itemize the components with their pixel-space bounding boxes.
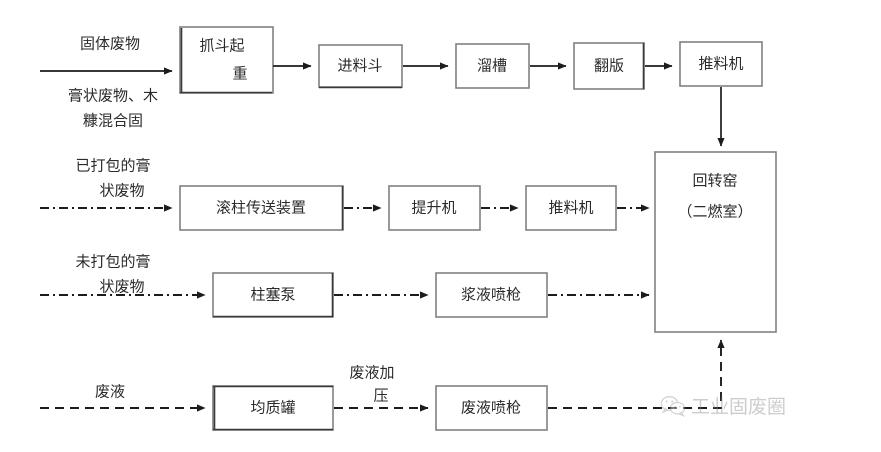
box-homogenizing-tank-label: 均质罐 bbox=[250, 399, 295, 416]
row-solid-waste: 固体废物 膏状废物、木 糠混合固 抓斗起 重 进料斗 溜槽 bbox=[40, 26, 763, 147]
row-unpacked-paste: 未打包的膏 状废物 柱塞泵 浆液喷枪 bbox=[40, 253, 650, 318]
box-grab-crane[interactable]: 抓斗起 重 bbox=[179, 26, 274, 94]
mid-label-waste-liquid-pressurize-2: 压 bbox=[373, 387, 388, 404]
box-tipper[interactable]: 翻版 bbox=[573, 42, 645, 90]
box-pusher-mid[interactable]: 推料机 bbox=[525, 185, 617, 231]
row-packed-paste: 已打包的膏 状废物 滚柱传送装置 提升机 推料机 bbox=[40, 157, 650, 231]
mid-label-waste-liquid-pressurize-1: 废液加 bbox=[349, 364, 394, 381]
box-waste-liquid-lance[interactable]: 废液喷枪 bbox=[435, 385, 548, 431]
box-slurry-lance[interactable]: 浆液喷枪 bbox=[435, 272, 548, 318]
connector-waste-liquid-lance-to-kiln bbox=[548, 339, 725, 409]
source-label-packed-paste-2: 状废物 bbox=[99, 182, 144, 199]
source-label-solid-waste: 固体废物 bbox=[80, 35, 140, 52]
box-rotary-kiln[interactable]: 回转窑 （二燃室） bbox=[654, 151, 777, 333]
source-label-unpacked-paste-1: 未打包的膏 bbox=[75, 253, 150, 270]
box-elevator[interactable]: 提升机 bbox=[388, 185, 481, 231]
source-label-paste-wood-1: 膏状废物、木 bbox=[68, 87, 158, 104]
box-feed-hopper-label: 进料斗 bbox=[337, 57, 382, 74]
box-slurry-lance-label: 浆液喷枪 bbox=[461, 285, 521, 303]
row-waste-liquid: 废液 均质罐 废液加 压 废液喷枪 bbox=[40, 339, 725, 431]
box-tipper-label: 翻版 bbox=[594, 57, 624, 74]
box-chute[interactable]: 溜槽 bbox=[455, 43, 530, 89]
box-roller-conveyor-label: 滚柱传送装置 bbox=[216, 199, 306, 216]
box-feed-hopper[interactable]: 进料斗 bbox=[318, 44, 403, 89]
box-elevator-label: 提升机 bbox=[411, 199, 456, 216]
box-homogenizing-tank[interactable]: 均质罐 bbox=[212, 385, 334, 431]
box-plunger-pump[interactable]: 柱塞泵 bbox=[212, 272, 334, 318]
box-grab-crane-label-line2: 重 bbox=[232, 65, 247, 82]
box-pusher-mid-label: 推料机 bbox=[548, 199, 593, 216]
source-label-waste-liquid: 废液 bbox=[95, 383, 125, 400]
box-plunger-pump-label: 柱塞泵 bbox=[250, 285, 295, 303]
source-label-paste-wood-2: 糠混合固 bbox=[83, 111, 143, 129]
box-chute-label: 溜槽 bbox=[477, 57, 507, 74]
box-pusher-top[interactable]: 推料机 bbox=[679, 41, 763, 87]
box-waste-liquid-lance-label: 废液喷枪 bbox=[461, 399, 521, 416]
box-rotary-kiln-label-line1: 回转窑 bbox=[692, 172, 737, 189]
box-pusher-top-label: 推料机 bbox=[698, 55, 743, 72]
box-roller-conveyor[interactable]: 滚柱传送装置 bbox=[179, 185, 344, 231]
box-grab-crane-label-line1: 抓斗起 bbox=[199, 37, 244, 54]
source-label-packed-paste-1: 已打包的膏 bbox=[75, 157, 150, 174]
box-rotary-kiln-label-line2: （二燃室） bbox=[677, 202, 752, 220]
source-label-unpacked-paste-2: 状废物 bbox=[99, 278, 144, 295]
